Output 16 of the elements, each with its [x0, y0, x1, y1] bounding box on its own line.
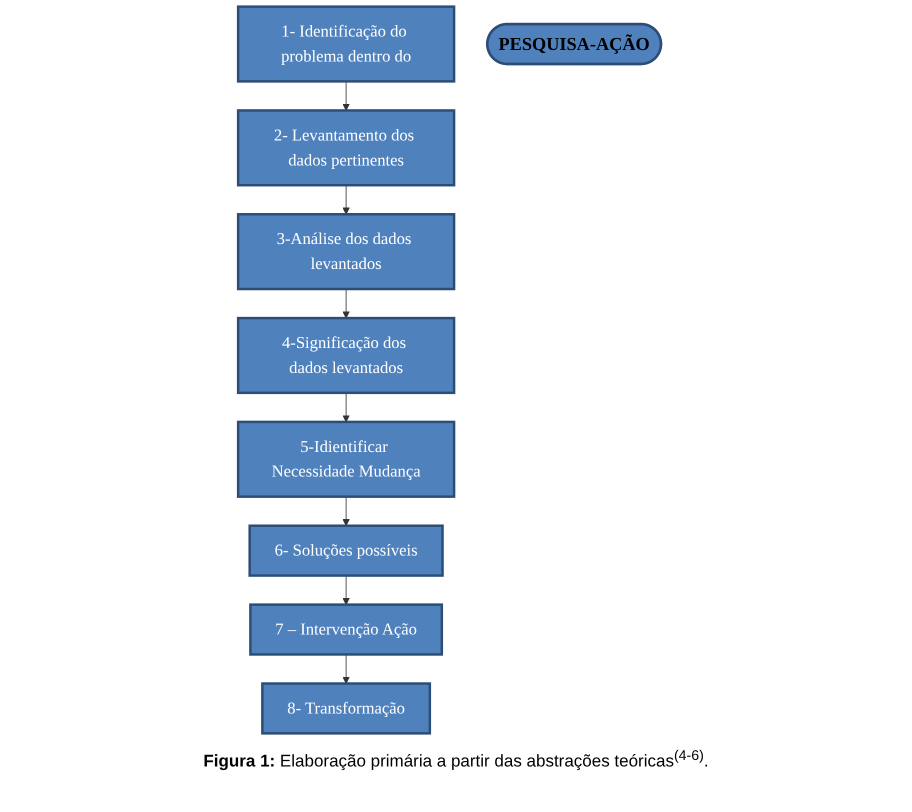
arrow [342, 184, 350, 215]
node-box: 5-Idientificar Necessidade Mudança [237, 420, 456, 498]
arrow [342, 80, 350, 111]
figure-caption: Figura 1: Elaboração primária a partir das abstrações teóricas$^{(4-6)}$. [203, 748, 709, 772]
node-box: 8- Transformação [262, 682, 432, 735]
node-box: 4-Significação dos dados levantados [237, 316, 456, 394]
node-box: 3-Análise dos dados levantados [237, 213, 456, 290]
arrow [342, 496, 350, 526]
node-box: 6- Soluções possíveis [248, 524, 444, 577]
node-box: 2- Levantamento dos dados pertinentes [237, 109, 456, 186]
arrow [342, 575, 350, 605]
node-box: 1- Identificação do problema dentro do [237, 5, 456, 83]
arrow [342, 288, 350, 318]
node-box: 7 – Intervenção Ação [250, 603, 444, 656]
arrow [342, 392, 350, 422]
arrow [342, 654, 350, 684]
